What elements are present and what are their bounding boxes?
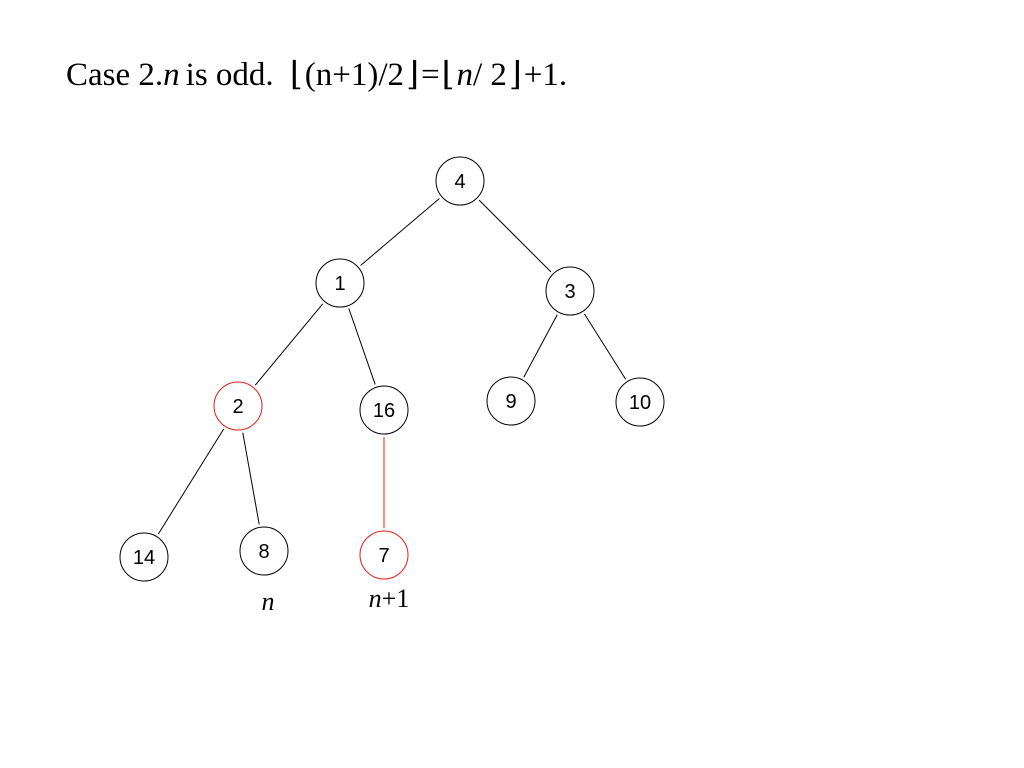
- is-odd-text: is odd.: [185, 57, 274, 93]
- tree-node-label: 16: [373, 400, 395, 422]
- tree-node-16: 16: [359, 385, 409, 435]
- tree-node-label: 10: [629, 392, 651, 414]
- floor-left-bracket: ⌊: [441, 57, 455, 93]
- tree-edge-1-16: [348, 308, 376, 385]
- position-label-n-plus-1: n+1: [369, 584, 410, 613]
- floor-expression-2-var: n: [456, 57, 473, 93]
- position-label-n: n: [262, 587, 275, 616]
- tree-edge-4-1: [360, 198, 440, 266]
- tree-edge-3-9: [523, 314, 558, 378]
- tree-node-label: 4: [454, 171, 465, 193]
- heading-tail: +1.: [523, 57, 568, 93]
- tree-edge-2-14: [157, 428, 225, 535]
- tree-edge-1-2: [254, 303, 324, 386]
- tree-node-circle: [315, 258, 365, 308]
- tree-node-10: 10: [615, 377, 665, 427]
- tree-node-label: 9: [505, 391, 516, 413]
- floor-expression-2-rest: / 2: [472, 57, 507, 93]
- tree-node-7: 7: [359, 530, 409, 580]
- tree-node-circle: [213, 381, 263, 431]
- case-label: Case 2.: [66, 57, 164, 93]
- floor-left-bracket: ⌊: [289, 57, 303, 93]
- tree-node-label: 7: [378, 545, 389, 567]
- tree-edge-4-3: [478, 199, 552, 273]
- tree-node-label: 8: [258, 541, 269, 563]
- tree-node-circle: [359, 385, 409, 435]
- tree-node-circle: [119, 532, 169, 582]
- tree-node-circle: [545, 266, 595, 316]
- tree-node-4: 4: [435, 156, 485, 206]
- tree-edge-2-8: [242, 432, 260, 525]
- floor-expression-1: (n+1)/2: [304, 57, 405, 93]
- tree-node-label: 2: [232, 396, 243, 418]
- variable-n: n: [163, 57, 180, 93]
- tree-node-8: 8: [239, 526, 289, 576]
- tree-node-circle: [435, 156, 485, 206]
- tree-node-1: 1: [315, 258, 365, 308]
- tree-node-circle: [486, 376, 536, 426]
- tree-node-14: 14: [119, 532, 169, 582]
- tree-node-label: 1: [334, 273, 345, 295]
- floor-right-bracket: ⌋: [508, 57, 522, 93]
- tree-node-circle: [359, 530, 409, 580]
- tree-node-circle: [239, 526, 289, 576]
- tree-node-label: 14: [133, 547, 155, 569]
- tree-node-circle: [615, 377, 665, 427]
- tree-edge-3-10: [583, 313, 627, 380]
- tree-node-3: 3: [545, 266, 595, 316]
- equals-sign: =: [420, 57, 440, 93]
- floor-right-bracket: ⌋: [406, 57, 419, 93]
- tree-node-label: 3: [564, 281, 575, 303]
- tree-node-9: 9: [486, 376, 536, 426]
- tree-node-2: 2: [213, 381, 263, 431]
